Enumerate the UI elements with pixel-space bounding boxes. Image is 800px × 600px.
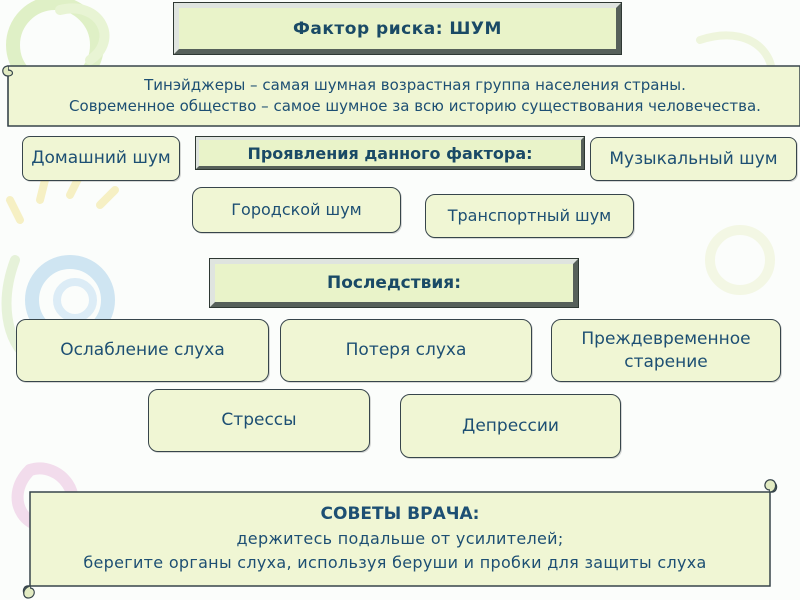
manifestation-city-noise: Городской шум	[192, 187, 401, 233]
intro-line-2: Современное общество – самое шумное за в…	[69, 97, 761, 115]
consequences-heading-text: Последствия:	[326, 273, 461, 293]
intro-banner: Тинэйджеры – самая шумная возрастная гру…	[0, 62, 800, 130]
manifestation-city-noise-label: Городской шум	[231, 199, 362, 219]
advice-line-2: берегите органы слуха, используя беруши …	[83, 553, 707, 572]
slide-title-text: Фактор риска: ШУМ	[293, 18, 502, 39]
manifestation-transport-noise: Транспортный шум	[425, 194, 634, 238]
manifestation-home-noise-label: Домашний шум	[31, 148, 171, 169]
advice-line-1: держитесь подальше от усилителей;	[236, 529, 564, 548]
consequence-hearing-loss: Потеря слуха	[280, 319, 532, 382]
manifestation-transport-noise-label: Транспортный шум	[447, 205, 612, 225]
consequence-hearing-loss-label: Потеря слуха	[345, 340, 467, 361]
advice-heading: СОВЕТЫ ВРАЧА:	[320, 504, 480, 524]
consequences-heading: Последствия:	[209, 258, 579, 308]
consequence-premature-aging-label: Преждевременное старение	[581, 329, 751, 372]
manifestation-music-noise: Музыкальный шум	[590, 137, 797, 181]
intro-scroll-shape	[2, 65, 800, 127]
intro-line-1: Тинэйджеры – самая шумная возрастная гру…	[144, 76, 686, 94]
advice-scroll-shape	[22, 479, 778, 599]
consequence-hearing-weakening-label: Ослабление слуха	[60, 340, 225, 361]
manifestation-music-noise-label: Музыкальный шум	[609, 148, 778, 169]
manifestation-home-noise: Домашний шум	[22, 136, 180, 181]
consequence-hearing-weakening: Ослабление слуха	[16, 319, 269, 382]
consequence-premature-aging: Преждевременное старение	[551, 319, 781, 382]
consequence-depression: Депрессии	[400, 394, 621, 458]
manifestations-heading-text: Проявления данного фактора:	[247, 143, 533, 163]
slide-title: Фактор риска: ШУМ	[173, 2, 622, 55]
consequence-stress: Стрессы	[148, 389, 370, 452]
advice-banner: СОВЕТЫ ВРАЧА: держитесь подальше от усил…	[0, 476, 800, 600]
manifestations-heading: Проявления данного фактора:	[195, 136, 585, 170]
consequence-depression-label: Депрессии	[462, 415, 559, 436]
consequence-stress-label: Стрессы	[221, 410, 297, 431]
